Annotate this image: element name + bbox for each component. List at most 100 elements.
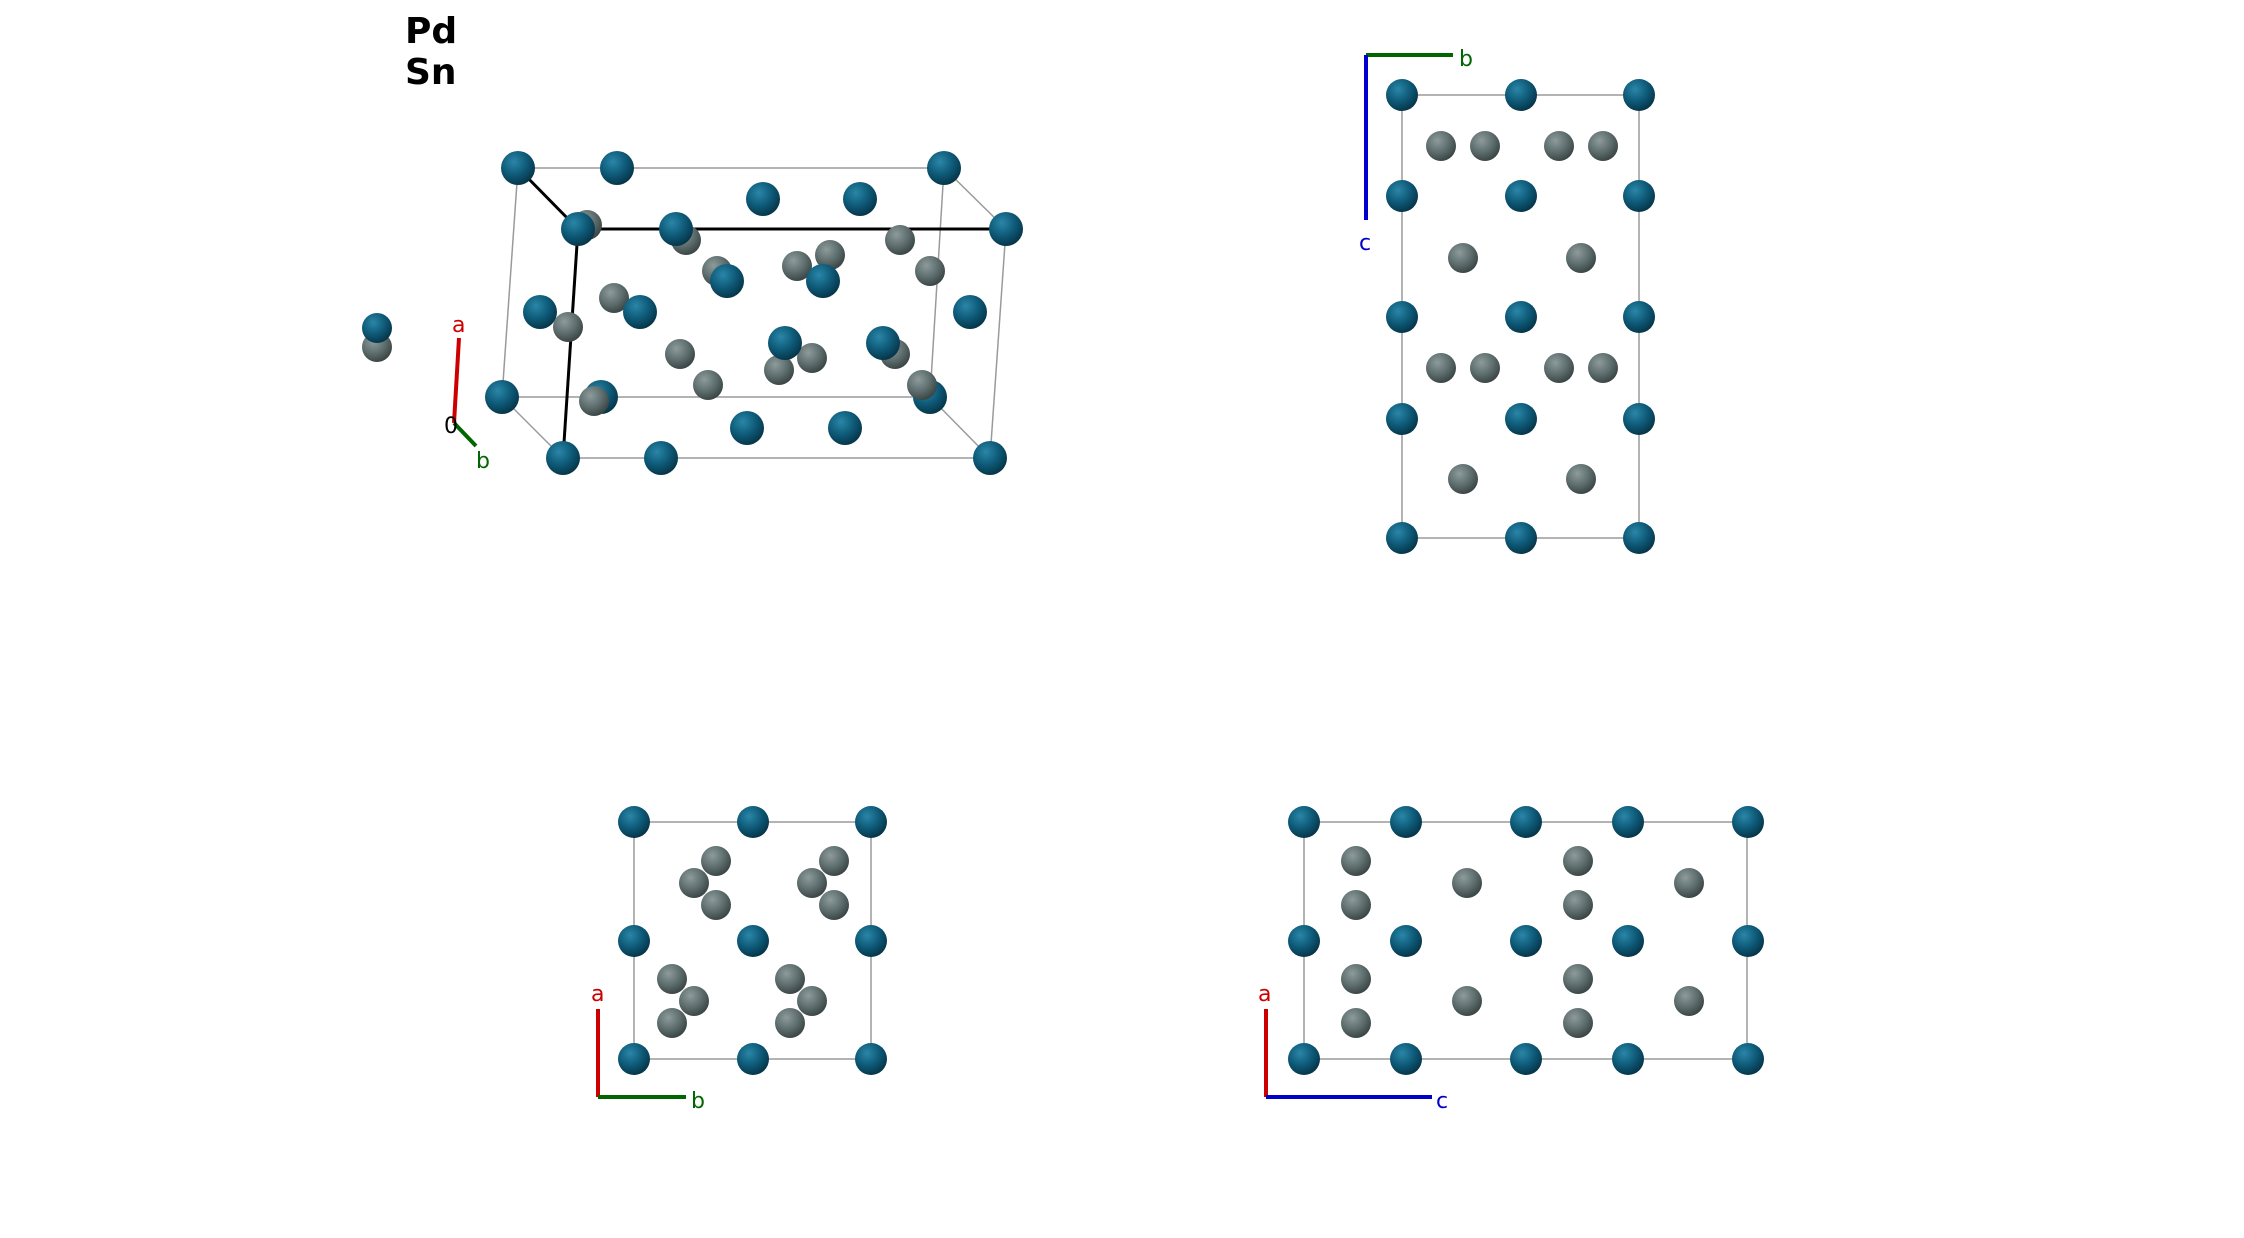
sn-atom bbox=[1566, 243, 1596, 273]
axis-a-label: a bbox=[591, 982, 604, 1007]
pd-atom bbox=[1386, 403, 1418, 435]
axis-a-label: a bbox=[1258, 982, 1271, 1007]
sn-atom bbox=[1448, 464, 1478, 494]
pd-atom bbox=[561, 212, 595, 246]
view-along-a-panel: b c bbox=[1359, 47, 1655, 554]
sn-atom bbox=[1470, 353, 1500, 383]
pd-atom bbox=[546, 441, 580, 475]
pd-atom bbox=[485, 380, 519, 414]
pd-atom bbox=[1386, 301, 1418, 333]
perspective-atoms bbox=[362, 151, 1023, 475]
sn-atom bbox=[679, 868, 709, 898]
pd-atom bbox=[1623, 522, 1655, 554]
pd-atom bbox=[618, 1043, 650, 1075]
axis-b-label: b bbox=[1459, 47, 1473, 72]
sn-atom bbox=[1341, 964, 1371, 994]
sn-atom bbox=[1452, 986, 1482, 1016]
legend-sn: Sn bbox=[405, 52, 457, 93]
pd-atom bbox=[1623, 403, 1655, 435]
pd-atom bbox=[362, 313, 392, 343]
pd-atom bbox=[1505, 403, 1537, 435]
sn-atom bbox=[1566, 464, 1596, 494]
pd-atom bbox=[1732, 925, 1764, 957]
pd-atom bbox=[768, 326, 802, 360]
axis-c-label: c bbox=[1359, 231, 1371, 256]
pd-atom bbox=[1288, 1043, 1320, 1075]
perspective-view-panel: a b 0 bbox=[362, 151, 1023, 475]
pd-atom bbox=[1732, 1043, 1764, 1075]
pd-atom bbox=[523, 295, 557, 329]
sn-atom bbox=[665, 339, 695, 369]
view-along-a-axis-triad: b c bbox=[1359, 47, 1473, 256]
sn-atom bbox=[782, 251, 812, 281]
pd-atom bbox=[1505, 301, 1537, 333]
sn-atom bbox=[701, 890, 731, 920]
sn-atom bbox=[579, 386, 609, 416]
sn-atom bbox=[775, 1008, 805, 1038]
sn-atom bbox=[1588, 131, 1618, 161]
sn-atom bbox=[1341, 890, 1371, 920]
view-along-c-panel: a b bbox=[591, 806, 887, 1114]
pd-atom bbox=[1390, 925, 1422, 957]
pd-atom bbox=[1386, 180, 1418, 212]
pd-atom bbox=[1623, 180, 1655, 212]
legend-pd: Pd bbox=[405, 11, 457, 52]
pd-atom bbox=[855, 1043, 887, 1075]
sn-atom bbox=[1674, 868, 1704, 898]
sn-atom bbox=[1544, 131, 1574, 161]
sn-atom bbox=[693, 370, 723, 400]
pd-atom bbox=[1612, 806, 1644, 838]
pd-atom bbox=[1505, 180, 1537, 212]
perspective-axis-triad: a b 0 bbox=[444, 313, 490, 474]
sn-atom bbox=[764, 355, 794, 385]
sn-atom bbox=[1588, 353, 1618, 383]
pd-atom bbox=[806, 264, 840, 298]
pd-atom bbox=[746, 182, 780, 216]
pd-atom bbox=[843, 182, 877, 216]
sn-atom bbox=[1448, 243, 1478, 273]
cell-edge bbox=[989, 228, 1007, 459]
pd-atom bbox=[1732, 806, 1764, 838]
pd-atom bbox=[1288, 925, 1320, 957]
pd-atom bbox=[989, 212, 1023, 246]
view-along-b-panel: a c bbox=[1258, 806, 1764, 1114]
axis-b-label: b bbox=[691, 1089, 705, 1114]
pd-atom bbox=[618, 925, 650, 957]
pd-atom bbox=[1510, 806, 1542, 838]
axis-b-arrow bbox=[452, 421, 478, 448]
sn-atom bbox=[1452, 868, 1482, 898]
sn-atom bbox=[1426, 131, 1456, 161]
pd-atom bbox=[730, 411, 764, 445]
pd-atom bbox=[1505, 522, 1537, 554]
sn-atom bbox=[1563, 846, 1593, 876]
sn-atom bbox=[915, 256, 945, 286]
sn-atom bbox=[815, 240, 845, 270]
pd-atom bbox=[1510, 925, 1542, 957]
pd-atom bbox=[623, 295, 657, 329]
axis-a-label: a bbox=[452, 313, 465, 338]
sn-atom bbox=[701, 846, 731, 876]
pd-atom bbox=[1612, 1043, 1644, 1075]
pd-atom bbox=[973, 441, 1007, 475]
pd-atom bbox=[737, 925, 769, 957]
sn-atom bbox=[1674, 986, 1704, 1016]
pd-atom bbox=[618, 806, 650, 838]
sn-atom bbox=[657, 964, 687, 994]
sn-atom bbox=[1470, 131, 1500, 161]
pd-atom bbox=[710, 264, 744, 298]
pd-atom bbox=[501, 151, 535, 185]
pd-atom bbox=[866, 326, 900, 360]
sn-atom bbox=[797, 868, 827, 898]
pd-atom bbox=[1612, 925, 1644, 957]
cell-edge-c bbox=[561, 228, 580, 459]
axis-b-label: b bbox=[476, 449, 490, 474]
sn-atom bbox=[1426, 353, 1456, 383]
sn-atom bbox=[1341, 1008, 1371, 1038]
pd-atom bbox=[1390, 806, 1422, 838]
sn-atom bbox=[907, 370, 937, 400]
view-along-c-axis-triad: a b bbox=[591, 982, 705, 1114]
pd-atom bbox=[855, 925, 887, 957]
pd-atom bbox=[600, 151, 634, 185]
sn-atom bbox=[1563, 1008, 1593, 1038]
